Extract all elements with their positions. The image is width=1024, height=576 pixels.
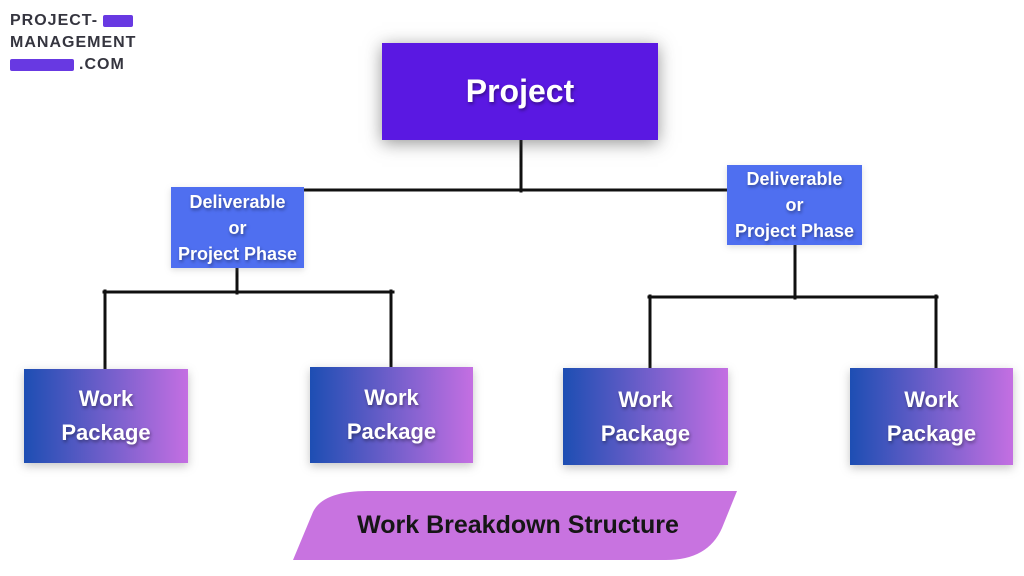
node-work-package-1: Work Package [24, 369, 188, 463]
logo-bar-icon [103, 14, 134, 27]
node-deliverable-right: Deliverable or Project Phase [727, 165, 862, 245]
banner-ribbon-shape [293, 491, 737, 560]
logo-text-line3: .COM [79, 55, 125, 73]
node-label-line: Project Phase [177, 243, 298, 264]
node-label-line: Package [600, 420, 691, 446]
connector-lines [102, 138, 939, 374]
logo-text-line2: MANAGEMENT [10, 33, 137, 51]
node-label-line: Deliverable [746, 169, 843, 189]
node-label-line: Work [904, 386, 959, 412]
banner-label: Work Breakdown Structure [357, 510, 679, 539]
node-work-package-3: Work Package [563, 368, 728, 465]
node-label-line: Work [78, 386, 134, 411]
node-label-line: Package [346, 419, 437, 444]
node-work-package-2: Work Package [310, 367, 473, 463]
logo-row-3: .COM [10, 56, 136, 73]
site-logo: PROJECT- MANAGEMENT .COM [10, 12, 136, 73]
node-label-line: Package [886, 420, 977, 446]
node-label-line: or [228, 217, 247, 238]
node-label-line: Work [364, 385, 419, 410]
node-label-line: Deliverable [189, 191, 286, 212]
node-label-line: or [785, 195, 804, 215]
node-work-package-4: Work Package [850, 368, 1013, 465]
node-label-line: Package [61, 420, 151, 445]
node-label-line: Work [618, 386, 673, 412]
logo-row-1: PROJECT- [10, 12, 136, 29]
logo-bar-icon [10, 58, 74, 71]
node-project-label: Project [465, 73, 575, 109]
node-deliverable-left: Deliverable or Project Phase [171, 187, 304, 268]
logo-row-2: MANAGEMENT [10, 34, 136, 51]
node-project: Project [382, 43, 658, 140]
node-label-line: Project Phase [734, 221, 855, 241]
logo-text-line1: PROJECT- [10, 11, 99, 29]
